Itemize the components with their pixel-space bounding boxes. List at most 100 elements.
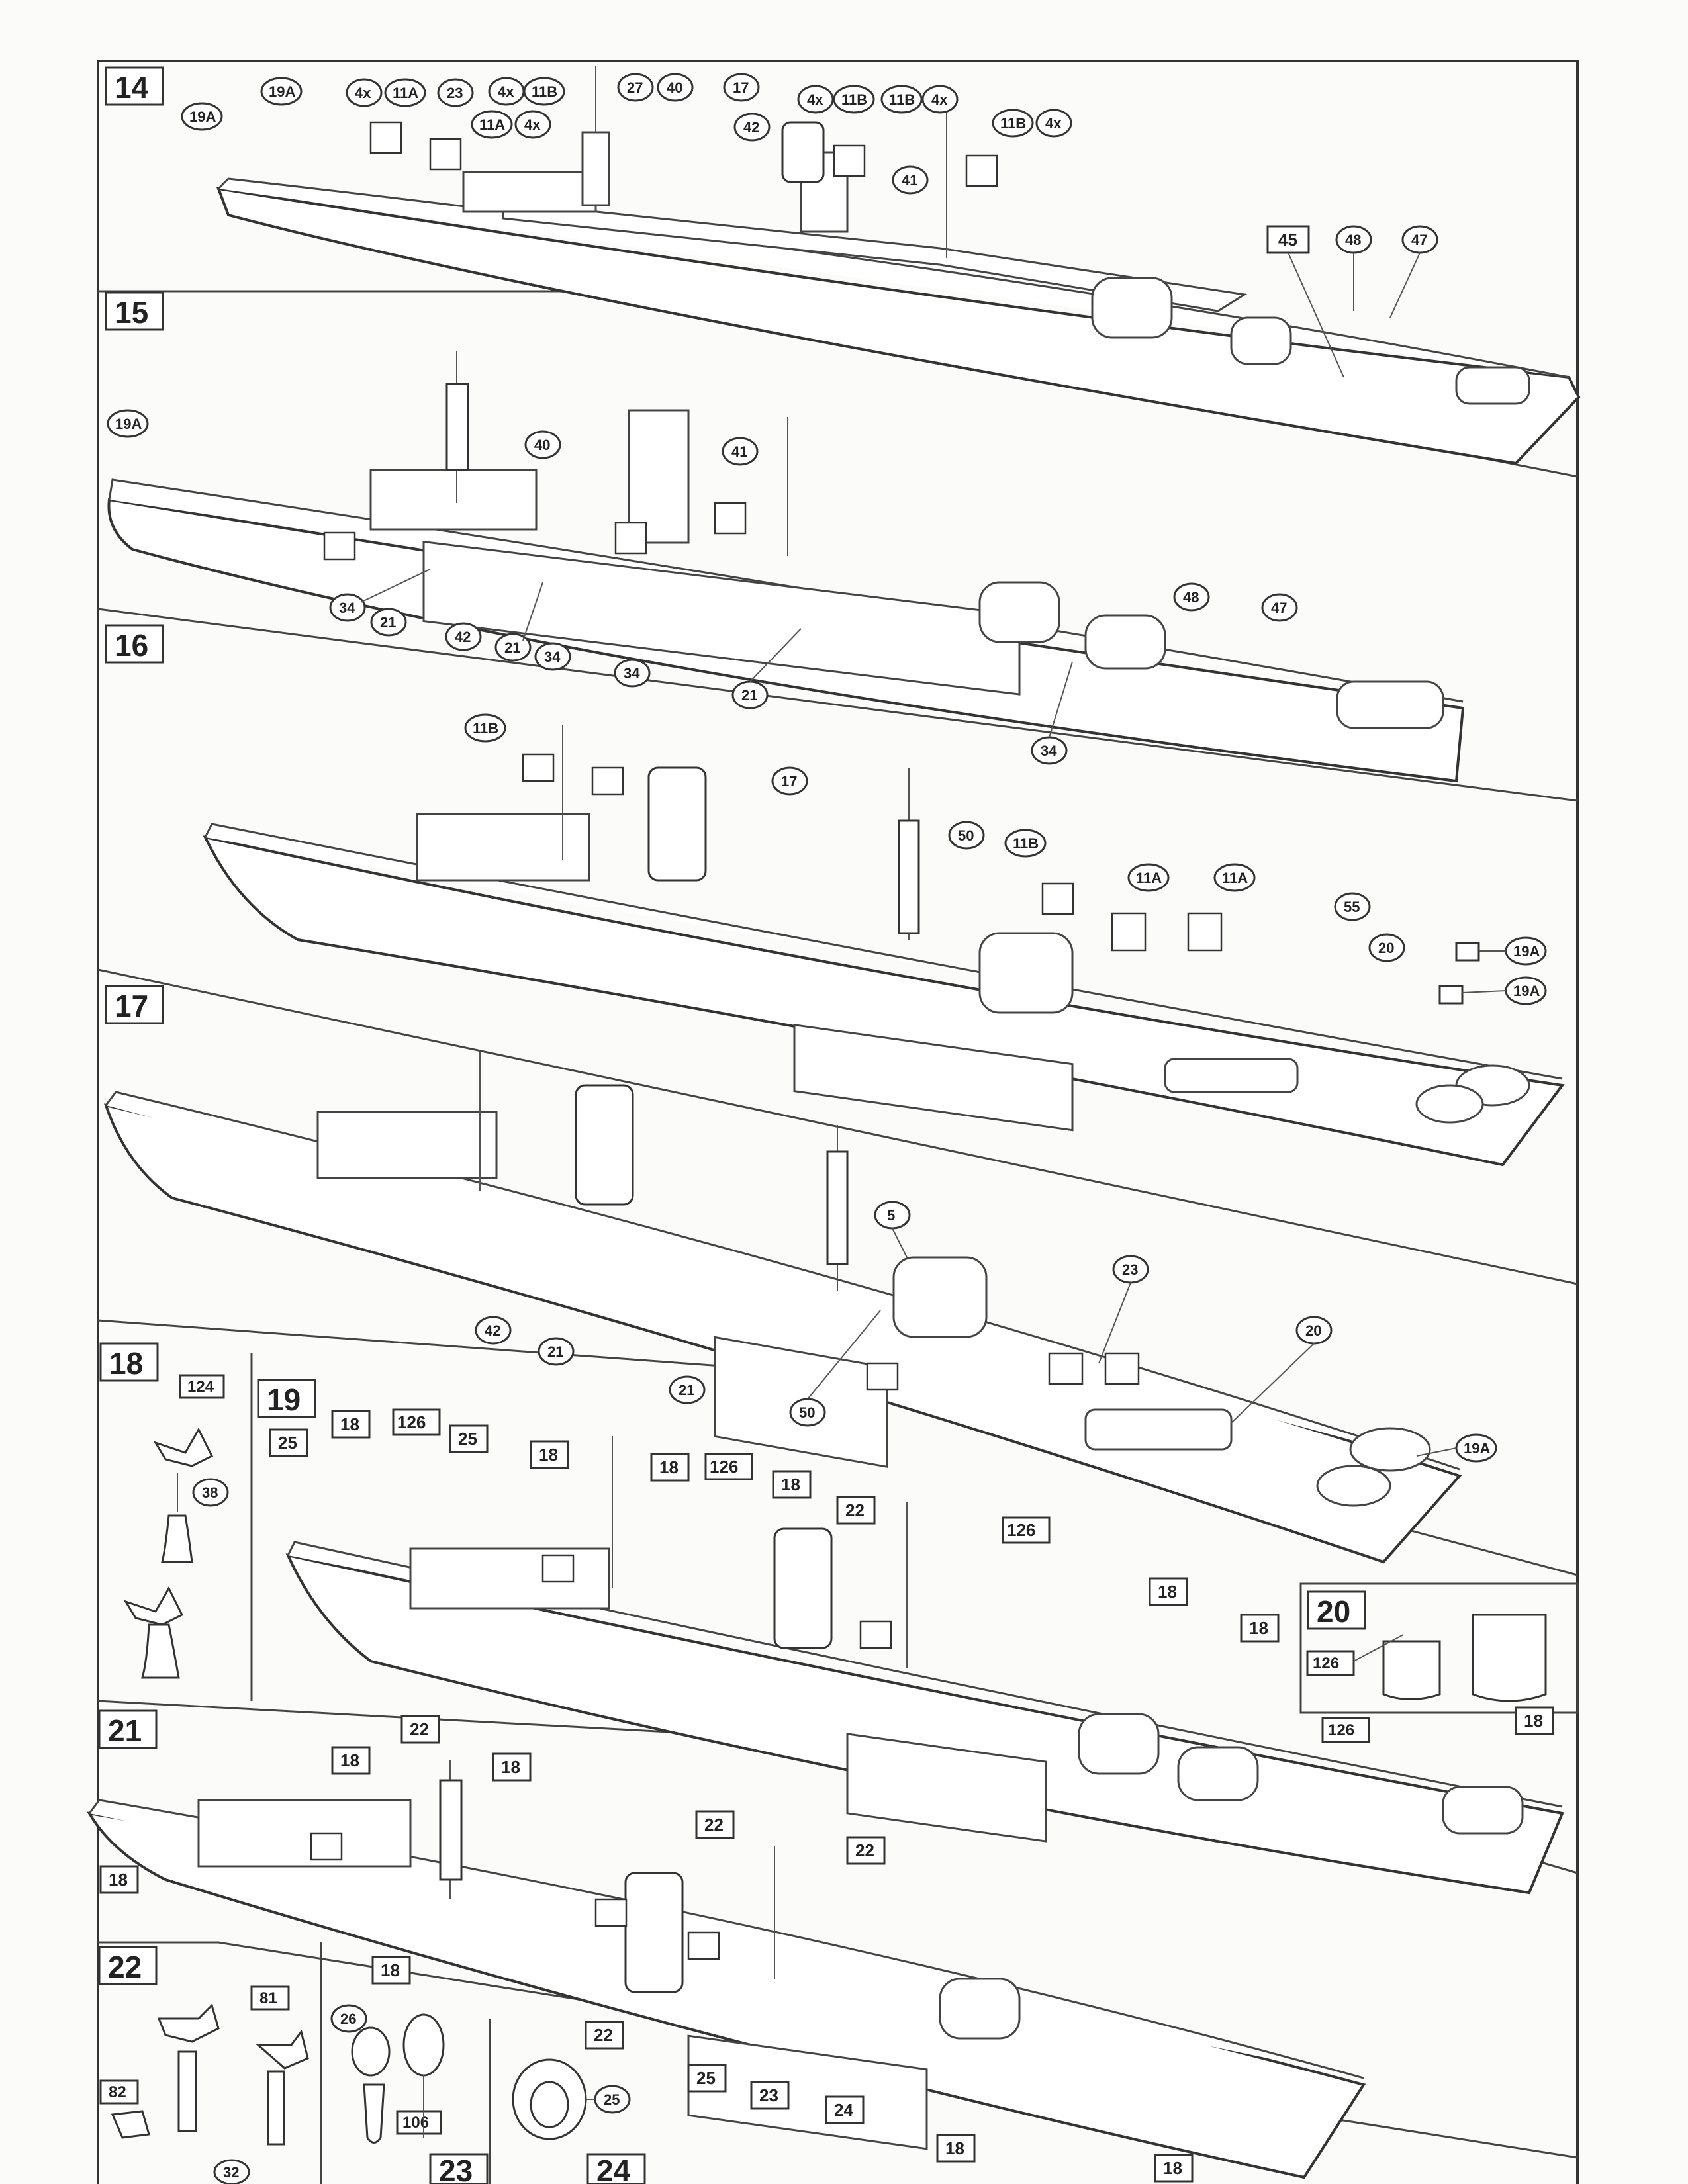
part-callout-label: 18: [381, 1960, 400, 1980]
part-callout-label: 21: [679, 1382, 694, 1398]
ship-hull-step14: [216, 66, 1581, 465]
ship-hull-step19: [285, 1436, 1564, 1895]
part-callout-label: 18: [501, 1757, 520, 1777]
part-callout-label: 19A: [1513, 943, 1540, 960]
part-callout-label: 18: [1158, 1582, 1177, 1602]
part-callout-label: 17: [781, 773, 797, 790]
part-callout-label: 27: [627, 79, 643, 96]
step-16: 16 11B 17 50 11B 11A 11A: [105, 624, 1565, 1167]
part-callout-label: 82: [109, 2083, 126, 2101]
part-callout-label: 23: [1122, 1261, 1138, 1278]
part-callout-label: 5: [887, 1207, 895, 1224]
part-callout-label: 48: [1345, 232, 1361, 248]
part-callout-label: 18: [1524, 1711, 1543, 1731]
step-number: 24: [596, 2154, 631, 2184]
callouts-step15: 19A 40 41 34 21 42 21 34 34 21 48 47 34: [107, 409, 1298, 765]
part-callout-label: 22: [855, 1841, 874, 1860]
part-callout-label: 42: [743, 119, 759, 136]
part-callout-label: 11B: [841, 91, 867, 108]
part-callout-label: 47: [1271, 600, 1287, 616]
part-callout-label: 17: [733, 79, 749, 96]
part-callout-label: 22: [704, 1815, 724, 1835]
part-callout-label: 126: [397, 1412, 426, 1432]
part-callout-label: 11A: [479, 116, 505, 133]
step-number: 21: [108, 1713, 142, 1748]
step-number: 16: [115, 628, 148, 662]
part-callout-label: 18: [781, 1475, 800, 1494]
part-callout-label: 21: [380, 614, 396, 631]
part-callout-label: 11B: [1000, 115, 1026, 132]
part-callout-label: 47: [1411, 232, 1427, 248]
part-callout-label: 22: [845, 1500, 865, 1520]
part-callout-label: 23: [759, 2085, 778, 2105]
part-callout-label: 19A: [1513, 983, 1540, 999]
part-callout-label: 40: [667, 79, 682, 96]
step-17: 17 5 23 20 42 21 21 50 19A: [103, 985, 1497, 1564]
part-callout-label: 126: [1313, 1655, 1339, 1672]
callouts-step14: 19A 19A 4x 11A 23 4x 11B 11A 4x 27 40 17…: [181, 73, 1438, 378]
step-number: 20: [1317, 1594, 1350, 1629]
step-number: 14: [115, 70, 149, 105]
step-14: 14 19A 19A 4x 11A 23 4x: [105, 66, 1581, 465]
part-callout-label: 55: [1344, 899, 1360, 915]
part-callout-label: 4x: [807, 91, 823, 108]
part-callout-label: 25: [696, 2068, 716, 2088]
part-callout-label: 21: [741, 687, 757, 704]
callouts-step16: 11B 17 50 11B 11A 11A 55 20 19A 19A: [464, 713, 1547, 1005]
step-21: 21 22 18 18 18 22 22 18 22 25 23 24: [87, 1709, 1366, 2183]
ship-hull-step17: [103, 1052, 1462, 1564]
callouts-step19: 25 18 126 25 18 18 126 18 22 126 18 18: [269, 1408, 1280, 1643]
part-callout-label: 50: [958, 827, 974, 844]
part-callout-label: 11B: [532, 83, 557, 100]
callouts-step21: 22 18 18 18 22 22 18 22 25 23 24 18 18: [99, 1715, 1194, 2183]
part-callout-label: 81: [259, 1989, 277, 2007]
part-callout-label: 126: [1328, 1721, 1354, 1739]
part-callout-label: 40: [534, 437, 550, 453]
part-callout-label: 4x: [498, 83, 514, 100]
part-callout-label: 22: [410, 1719, 429, 1739]
part-callout-label: 4x: [524, 116, 541, 133]
part-callout-label: 26: [340, 2011, 356, 2027]
part-callout-label: 19A: [115, 416, 142, 432]
part-callout-label: 18: [1163, 2158, 1182, 2178]
part-callout-label: 11B: [889, 91, 915, 108]
step-number: 22: [108, 1950, 142, 1984]
part-callout-label: 4x: [355, 85, 371, 101]
part-callout-label: 22: [594, 2025, 613, 2045]
part-callout-label: 24: [834, 2100, 853, 2120]
page-frame: [97, 60, 1579, 2184]
step-20: 20 126 126 18: [1306, 1590, 1554, 1743]
step-24: 24 25: [512, 2058, 646, 2184]
part-callout-label: 11A: [1136, 870, 1162, 886]
step-15: 15 19A 40 41 34 21 42 21 34 34: [105, 291, 1465, 783]
part-callout-label: 126: [1007, 1520, 1035, 1540]
part-callout-label: 18: [539, 1445, 558, 1465]
part-callout-label: 18: [109, 1870, 128, 1889]
part-callout-label: 11B: [473, 720, 498, 737]
part-callout-label: 23: [447, 85, 463, 101]
part-callout-label: 32: [223, 2164, 239, 2181]
part-callout-label: 20: [1378, 940, 1394, 956]
step-23: 23 26 106: [330, 2004, 489, 2184]
part-callout-label: 11B: [1013, 835, 1039, 852]
part-callout-label: 41: [902, 172, 917, 189]
step-number: 19: [267, 1383, 301, 1417]
part-callout-label: 11A: [393, 85, 418, 101]
part-callout-label: 42: [485, 1322, 500, 1339]
part-callout-label: 50: [799, 1404, 815, 1421]
ship-hull-step15: [107, 351, 1465, 783]
step-number: 18: [109, 1346, 143, 1381]
step-number: 17: [115, 989, 148, 1023]
part-callout-label: 124: [187, 1378, 214, 1396]
part-callout-label: 34: [339, 600, 355, 616]
part-callout-label: 34: [544, 649, 561, 665]
part-callout-label: 38: [202, 1484, 218, 1501]
part-callout-label: 4x: [1045, 115, 1062, 132]
step-19: 19 25 18 126 25 18 18 126 18 22 126: [257, 1379, 1564, 1895]
part-callout-label: 25: [278, 1433, 297, 1453]
part-callout-label: 18: [659, 1457, 679, 1477]
part-callout-label: 126: [710, 1457, 738, 1477]
part-callout-label: 25: [604, 2091, 620, 2108]
part-callout-label: 45: [1278, 230, 1297, 250]
ship-hull-step16: [203, 725, 1565, 1167]
